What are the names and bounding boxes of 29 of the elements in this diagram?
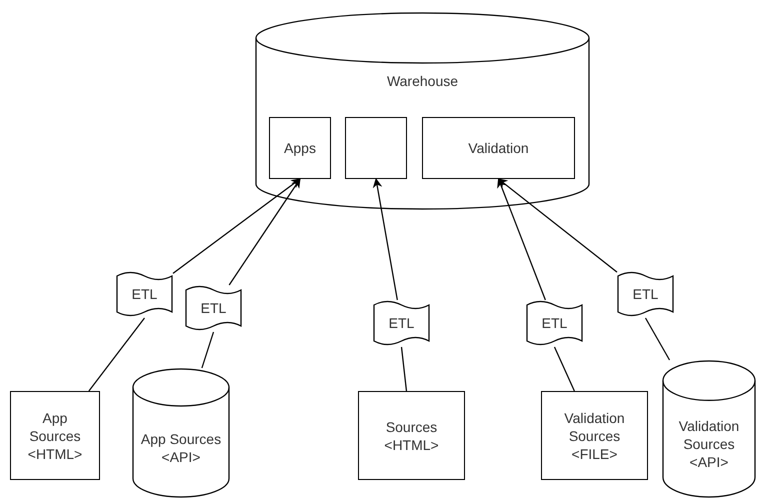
node-label: ETL [632, 284, 660, 302]
process-box [358, 391, 465, 480]
connector-line [88, 318, 145, 392]
node-label: Apps [283, 139, 317, 157]
node-label: ETL [130, 284, 158, 302]
node-label: ETL [200, 298, 228, 316]
connector-line [554, 346, 575, 392]
node-label: App Sources <HTML> [26, 408, 84, 462]
process-box [541, 391, 648, 480]
arrow [372, 178, 398, 300]
node-label: App Sources <API> [140, 430, 222, 466]
connector-line [644, 318, 670, 360]
process-box [10, 391, 100, 480]
arrow [228, 178, 301, 286]
node-label: Warehouse [386, 72, 460, 90]
arrow [172, 178, 301, 274]
connector-line [201, 332, 214, 368]
process-box [269, 117, 331, 179]
node-label: ETL [540, 314, 568, 332]
node-label: Validation Sources <FILE> [563, 408, 626, 462]
arrow [498, 178, 618, 273]
process-box [422, 117, 575, 179]
node-label: Sources <HTML> [383, 418, 440, 454]
node-label: Validation Sources <API> [678, 417, 740, 471]
arrow [497, 178, 546, 300]
node-label: Validation [467, 139, 530, 157]
process-box [345, 117, 407, 179]
node-label: ETL [388, 314, 416, 332]
connector-line [400, 346, 408, 392]
